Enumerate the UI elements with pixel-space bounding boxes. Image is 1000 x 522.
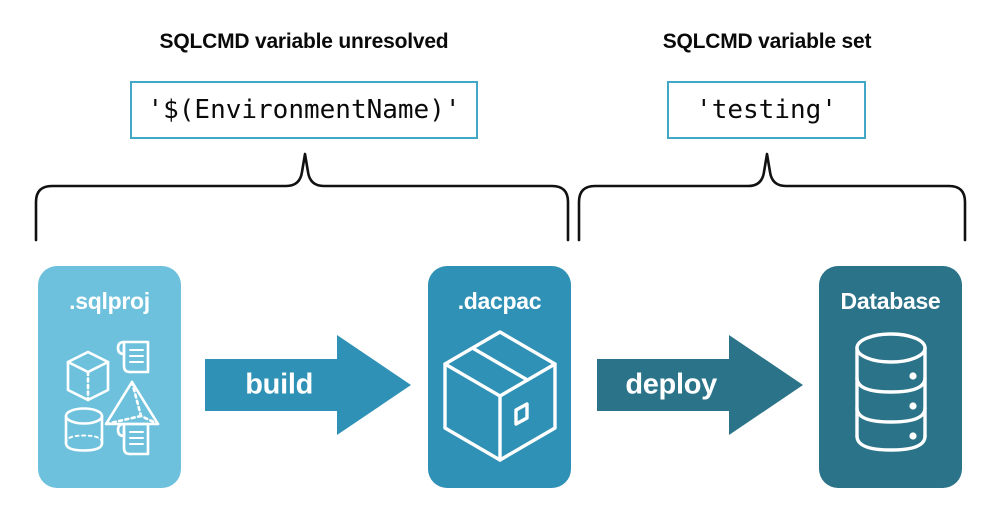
database-cylinder-icon [854, 332, 927, 452]
arrow-deploy-shape [597, 335, 803, 435]
database-artwork [819, 324, 962, 464]
arrow-deploy: deploy [597, 333, 803, 437]
stage-label-sqlproj: .sqlproj [69, 288, 150, 314]
database-status-dots [908, 372, 917, 440]
annotation-heading-left: SQLCMD variable unresolved [159, 30, 449, 53]
stage-box-database[interactable]: Database [819, 266, 962, 488]
package-box-icon [442, 330, 557, 462]
stage-label-dacpac: .dacpac [457, 288, 542, 314]
stage-box-sqlproj[interactable]: .sqlproj [38, 266, 181, 488]
cylinder-icon [64, 407, 103, 452]
sqlcmd-variable-unresolved-value: '$(EnvironmentName)' [147, 95, 461, 125]
sqlproj-artwork [38, 324, 181, 474]
cube-icon [66, 350, 109, 402]
curly-brace-left [34, 152, 570, 242]
dacpac-artwork [428, 324, 571, 470]
script-scroll-icon [116, 340, 149, 374]
stage-box-dacpac[interactable]: .dacpac [428, 266, 571, 488]
sqlcmd-variable-set-value: 'testing' [696, 95, 837, 125]
sqlcmd-variable-unresolved-box: '$(EnvironmentName)' [130, 81, 478, 139]
stage-label-database: Database [840, 288, 941, 314]
script-scroll-icon [116, 422, 149, 456]
curly-brace-right [577, 152, 967, 242]
annotation-heading-right: SQLCMD variable set [662, 30, 872, 53]
arrow-build-shape [205, 335, 411, 435]
sqlcmd-variable-set-box: 'testing' [667, 81, 866, 139]
pyramid-icon [104, 380, 159, 426]
arrow-build: build [205, 333, 411, 437]
